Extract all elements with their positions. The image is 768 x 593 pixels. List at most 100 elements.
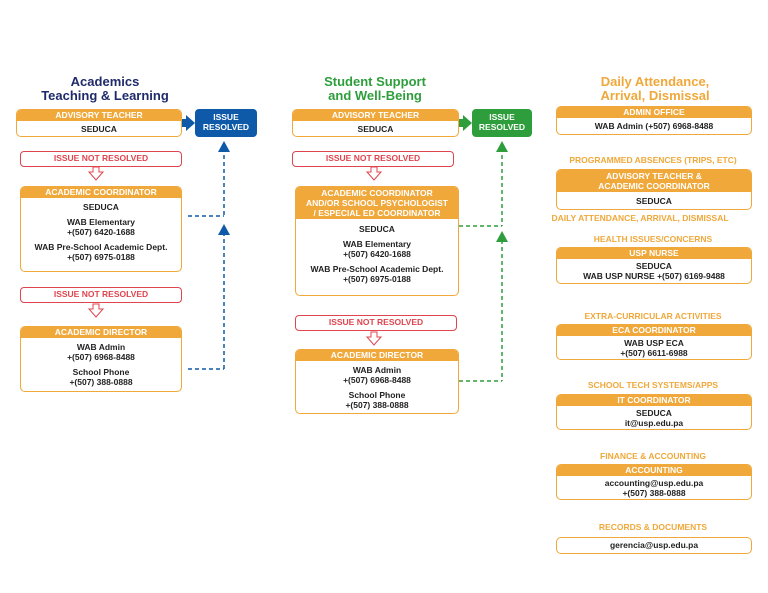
coordinator-up-arrow	[218, 141, 230, 152]
director-body: WAB Admin +(507) 6968-8488 School Phone …	[21, 338, 181, 387]
eca-name: WAB USP ECA	[624, 338, 684, 348]
advisory-teacher-header: ADVISORY TEACHER	[293, 110, 458, 121]
director-school-name: School Phone	[72, 367, 130, 377]
programmed-absences-label: PROGRAMMED ABSENCES (TRIPS, ETC)	[569, 155, 737, 165]
not-resolved-down-arrow-icon	[365, 166, 383, 181]
it-email: it@usp.edu.pa	[624, 418, 684, 428]
eca-phone: +(507) 6611-6988	[620, 348, 688, 358]
student-issue-not-resolved-1: ISSUE NOT RESOLVED	[292, 151, 454, 167]
attendance-advisory-header-line2: ACADEMIC COORDINATOR	[598, 181, 710, 191]
coordinator-seduca: SEDUCA	[359, 224, 395, 234]
eca-box: ECA COORDINATOR WAB USP ECA +(507) 6611-…	[556, 324, 752, 360]
resolved-line2: RESOLVED	[478, 122, 526, 132]
student-issue-resolved-badge: ISSUE RESOLVED	[472, 109, 532, 137]
student-director-box: ACADEMIC DIRECTOR WAB Admin +(507) 6968-…	[295, 349, 459, 414]
coordinator-body: SEDUCA WAB Elementary +(507) 6420-1688 W…	[21, 198, 181, 262]
director-admin-name: WAB Admin	[76, 342, 126, 352]
director-up-arrow	[496, 231, 508, 242]
nurse-box: USP NURSE SEDUCA WAB USP NURSE +(507) 61…	[556, 247, 752, 284]
academics-coordinator-box: ACADEMIC COORDINATOR SEDUCA WAB Elementa…	[20, 186, 182, 272]
records-label: RECORDS & DOCUMENTS	[598, 522, 708, 532]
attendance-title-line1: Daily Attendance,	[600, 74, 710, 89]
advisory-to-resolved-arrow-head	[186, 115, 195, 131]
eca-header: ECA COORDINATOR	[557, 325, 751, 336]
accounting-body: accounting@usp.edu.pa +(507) 388-0888	[557, 476, 751, 498]
admin-office-contact: WAB Admin (+507) 6968-8488	[594, 121, 714, 131]
coordinator-preschool-name: WAB Pre-School Academic Dept.	[310, 264, 444, 274]
director-admin-phone: +(507) 6968-8488	[67, 352, 135, 362]
accounting-phone: +(507) 388-0888	[622, 488, 686, 498]
it-body: SEDUCA it@usp.edu.pa	[557, 406, 751, 428]
coordinator-body: SEDUCA WAB Elementary +(507) 6420-1688 W…	[296, 219, 458, 284]
nurse-phone: WAB USP NURSE +(507) 6169-9488	[583, 271, 725, 281]
student-title-line2: and Well-Being	[328, 88, 422, 103]
it-header: IT COORDINATOR	[557, 395, 751, 406]
academics-title-line2: Teaching & Learning	[41, 88, 169, 103]
director-header: ACADEMIC DIRECTOR	[296, 350, 458, 361]
nurse-body: SEDUCA WAB USP NURSE +(507) 6169-9488	[557, 259, 751, 281]
tech-systems-label: SCHOOL TECH SYSTEMS/APPS	[587, 380, 719, 390]
not-resolved-down-arrow-icon	[87, 166, 105, 181]
coordinator-preschool-name: WAB Pre-School Academic Dept.	[34, 242, 168, 252]
not-resolved-down-arrow-icon	[87, 303, 105, 318]
coordinator-elementary-phone: +(507) 6420-1688	[67, 227, 135, 237]
attendance-title: Daily Attendance, Arrival, Dismissal	[560, 75, 750, 103]
admin-office-box: ADMIN OFFICE WAB Admin (+507) 6968-8488	[556, 106, 752, 135]
records-box: gerencia@usp.edu.pa	[556, 537, 752, 554]
director-up-arrow	[218, 224, 230, 235]
coordinator-elementary-name: WAB Elementary	[66, 217, 136, 227]
student-title-line1: Student Support	[324, 74, 426, 89]
academics-issue-resolved-badge: ISSUE RESOLVED	[195, 109, 257, 137]
attendance-advisory-box: ADVISORY TEACHER & ACADEMIC COORDINATOR …	[556, 169, 752, 210]
director-admin-name: WAB Admin	[352, 365, 402, 375]
records-email: gerencia@usp.edu.pa	[609, 540, 699, 550]
resolved-line1: ISSUE	[489, 112, 515, 122]
it-seduca: SEDUCA	[636, 408, 672, 418]
resolved-line2: RESOLVED	[202, 122, 250, 132]
coordinator-preschool-phone: +(507) 6975-0188	[67, 252, 135, 262]
attendance-title-line2: Arrival, Dismissal	[600, 88, 710, 103]
academics-advisory-teacher-box: ADVISORY TEACHER SEDUCA	[16, 109, 182, 137]
coordinator-up-arrow	[496, 141, 508, 152]
coordinator-header-line2: AND/OR SCHOOL PSYCHOLOGIST	[306, 198, 448, 208]
eca-body: WAB USP ECA +(507) 6611-6988	[557, 336, 751, 358]
daily-attendance-label: DAILY ATTENDANCE, ARRIVAL, DISMISSAL	[551, 213, 729, 223]
student-support-title: Student Support and Well-Being	[290, 75, 460, 103]
extracurricular-label: EXTRA-CURRICULAR ACTIVITIES	[584, 311, 722, 321]
accounting-header: ACCOUNTING	[557, 465, 751, 476]
coordinator-header-line1: ACADEMIC COORDINATOR	[321, 188, 433, 198]
advisory-to-resolved-arrow-head	[463, 115, 472, 131]
resolved-line1: ISSUE	[213, 112, 239, 122]
student-coordinator-box: ACADEMIC COORDINATOR AND/OR SCHOOL PSYCH…	[295, 186, 459, 296]
advisory-to-resolved-arrow-stem	[459, 119, 465, 127]
advisory-teacher-contact: SEDUCA	[81, 124, 117, 134]
director-school-name: School Phone	[348, 390, 406, 400]
advisory-teacher-contact: SEDUCA	[357, 124, 394, 134]
academics-issue-not-resolved-1: ISSUE NOT RESOLVED	[20, 151, 182, 167]
coordinator-header-line3: / ESPECIAL ED COORDINATOR	[313, 208, 441, 218]
student-issue-not-resolved-2: ISSUE NOT RESOLVED	[295, 315, 457, 331]
admin-office-header: ADMIN OFFICE	[557, 107, 751, 118]
coordinator-preschool-phone: +(507) 6975-0188	[343, 274, 411, 284]
coordinator-elementary-phone: +(507) 6420-1688	[343, 249, 411, 259]
advisory-teacher-header: ADVISORY TEACHER	[17, 110, 181, 121]
attendance-advisory-header-line1: ADVISORY TEACHER &	[606, 171, 702, 181]
director-school-phone: +(507) 388-0888	[69, 377, 133, 387]
academics-director-box: ACADEMIC DIRECTOR WAB Admin +(507) 6968-…	[20, 326, 182, 392]
accounting-box: ACCOUNTING accounting@usp.edu.pa +(507) …	[556, 464, 752, 500]
coordinator-seduca: SEDUCA	[83, 202, 119, 212]
director-header: ACADEMIC DIRECTOR	[21, 327, 181, 338]
attendance-advisory-contact: SEDUCA	[636, 196, 672, 206]
student-advisory-teacher-box: ADVISORY TEACHER SEDUCA	[292, 109, 459, 137]
coordinator-header: ACADEMIC COORDINATOR AND/OR SCHOOL PSYCH…	[296, 187, 458, 219]
finance-label: FINANCE & ACCOUNTING	[600, 451, 706, 461]
coordinator-elementary-name: WAB Elementary	[342, 239, 412, 249]
director-school-phone: +(507) 388-0888	[345, 400, 409, 410]
academics-issue-not-resolved-2: ISSUE NOT RESOLVED	[20, 287, 182, 303]
coordinator-header: ACADEMIC COORDINATOR	[21, 187, 181, 198]
health-issues-label: HEALTH ISSUES/CONCERNS	[593, 234, 713, 244]
director-admin-phone: +(507) 6968-8488	[343, 375, 411, 385]
nurse-seduca: SEDUCA	[636, 261, 672, 271]
advisory-to-resolved-arrow-stem	[181, 119, 187, 127]
